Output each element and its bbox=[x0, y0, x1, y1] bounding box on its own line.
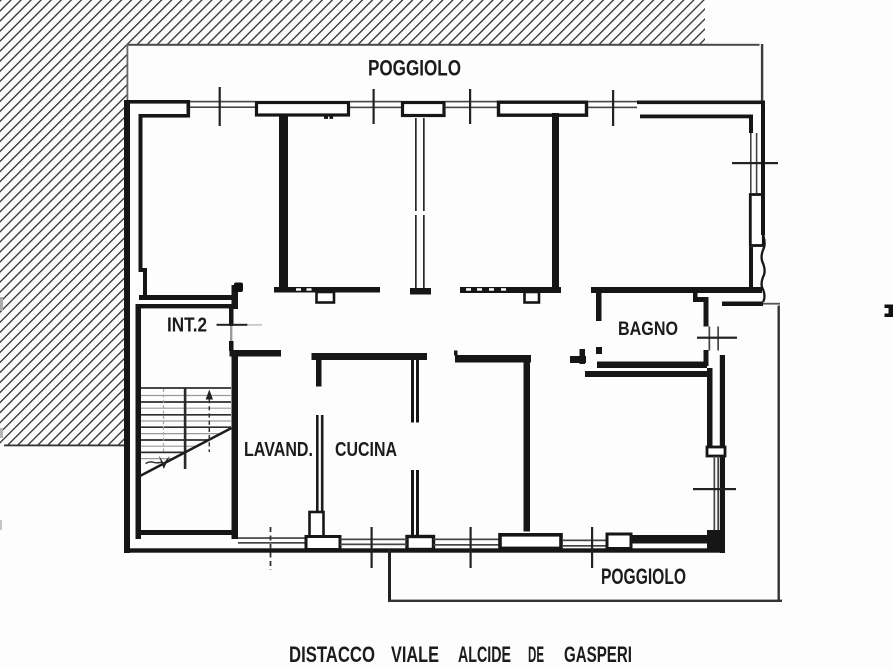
svg-text:CUCINA: CUCINA bbox=[335, 439, 397, 461]
svg-text:DISTACCO: DISTACCO bbox=[289, 642, 375, 667]
svg-text:ALCIDE: ALCIDE bbox=[458, 642, 511, 667]
svg-text:VIALE: VIALE bbox=[391, 642, 439, 667]
svg-text:GASPERI: GASPERI bbox=[564, 642, 632, 667]
svg-text:INT.2: INT.2 bbox=[167, 314, 207, 337]
svg-text:POGGIOLO: POGGIOLO bbox=[368, 56, 461, 81]
svg-text:POGGIOLO: POGGIOLO bbox=[601, 564, 686, 589]
svg-text:BAGNO: BAGNO bbox=[618, 318, 678, 340]
svg-text:DE: DE bbox=[528, 642, 544, 667]
svg-text:LAVAND.: LAVAND. bbox=[244, 439, 313, 461]
